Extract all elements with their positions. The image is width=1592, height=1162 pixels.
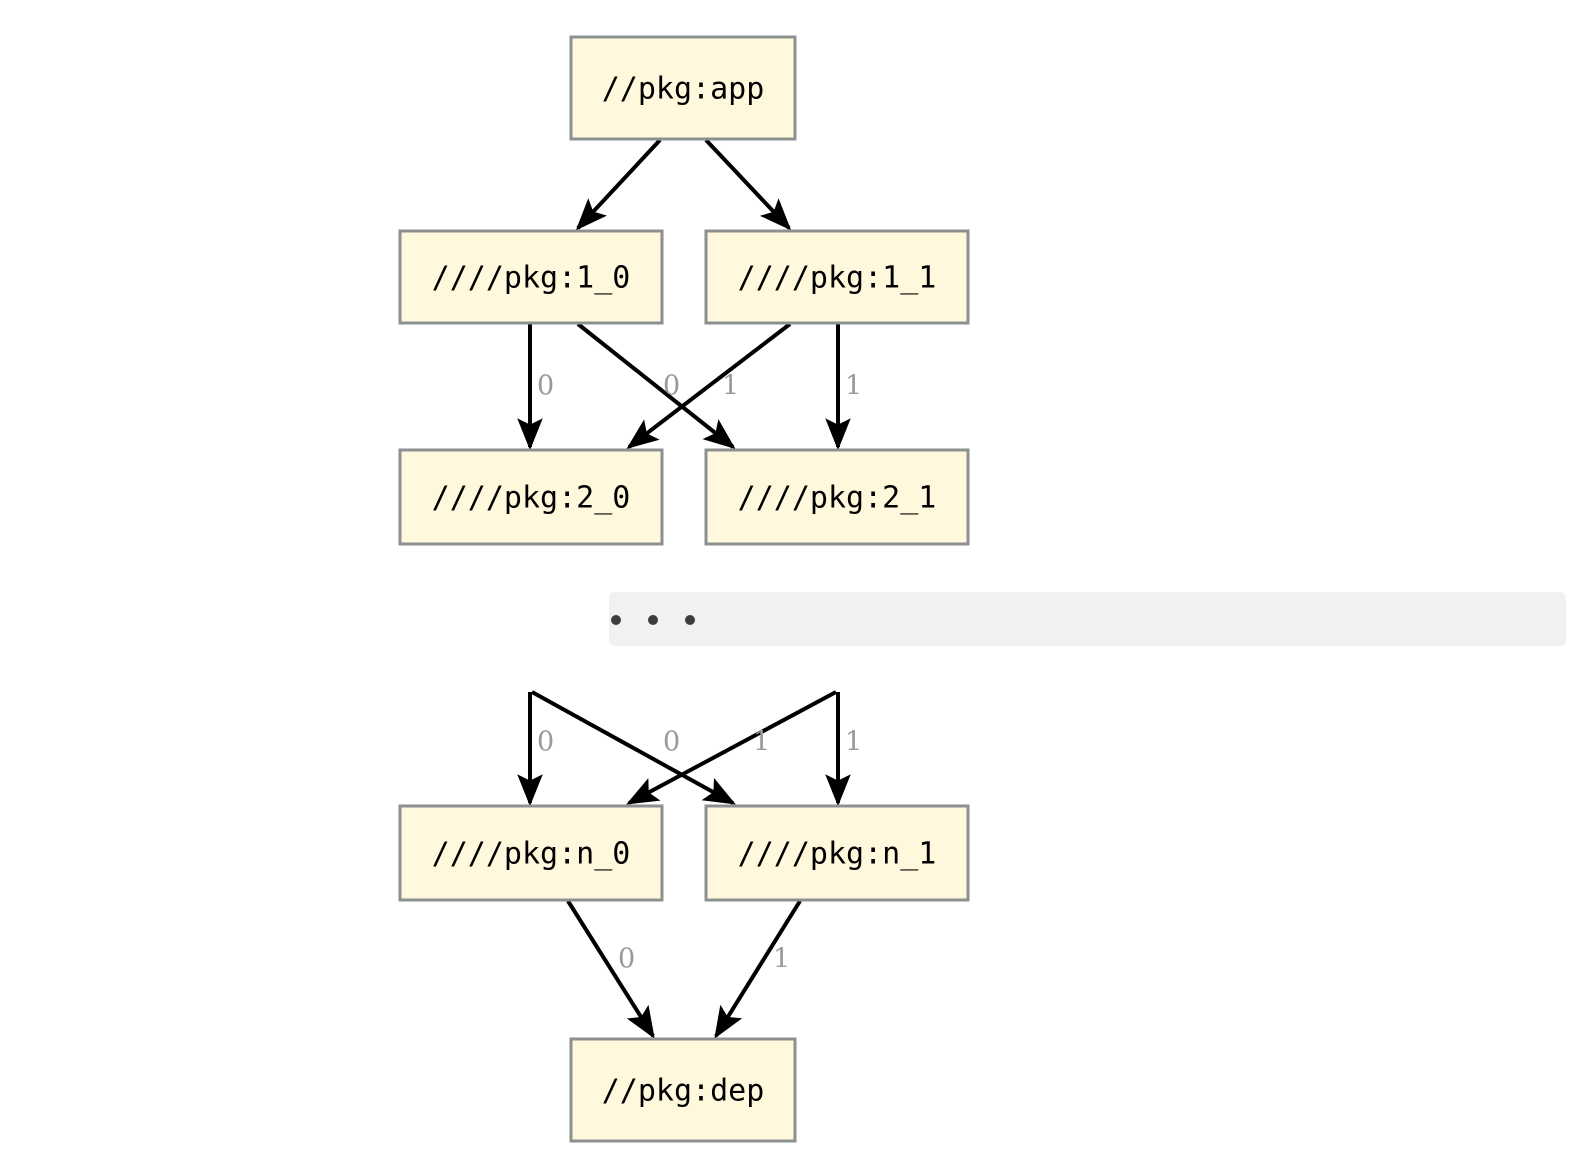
ellipsis-separator-band <box>609 592 1566 646</box>
edge-label: 0 <box>537 727 554 758</box>
graph-node-dep[interactable]: //pkg:dep <box>569 1037 797 1143</box>
graph-node-n1_0[interactable]: ////pkg:1_0 <box>398 229 664 325</box>
node-label: //pkg:dep <box>602 1074 765 1109</box>
edge-label: 1 <box>753 727 770 758</box>
node-box[interactable] <box>569 35 797 141</box>
node-label: //pkg:app <box>602 72 765 107</box>
graph-node-app[interactable]: //pkg:app <box>569 35 797 141</box>
node-label: ////pkg:1_1 <box>738 261 937 296</box>
node-box[interactable] <box>704 229 970 325</box>
graph-edge <box>714 899 802 1039</box>
graph-edge <box>704 138 792 231</box>
edge-label: 1 <box>845 371 862 402</box>
ellipsis-dot <box>685 615 695 625</box>
node-label: ////pkg:1_0 <box>432 261 631 296</box>
node-box[interactable] <box>398 448 664 546</box>
edge-label: 0 <box>663 371 680 402</box>
graph-node-nn_1[interactable]: ////pkg:n_1 <box>704 804 970 902</box>
nodes-layer: //pkg:app ////pkg:1_0 ////pkg:1_1 ////pkg:2… <box>398 35 970 1143</box>
graph-edge <box>566 899 655 1039</box>
edge-label: 0 <box>663 727 680 758</box>
graph-edge <box>626 322 792 449</box>
node-box[interactable] <box>704 448 970 546</box>
ellipsis-dot <box>611 615 621 625</box>
graph-node-nn_0[interactable]: ////pkg:n_0 <box>398 804 664 902</box>
node-label: ////pkg:n_0 <box>432 837 631 872</box>
edge-label: 1 <box>773 944 790 975</box>
graph-edge <box>575 138 662 231</box>
node-label: ////pkg:2_0 <box>432 481 631 516</box>
graph-edge <box>531 690 736 805</box>
edge-labels-layer: 0 0 1 1 0 0 1 1 0 1 <box>537 371 862 975</box>
node-label: ////pkg:2_1 <box>738 481 937 516</box>
node-box[interactable] <box>569 1037 797 1143</box>
graph-node-n2_1[interactable]: ////pkg:2_1 <box>704 448 970 546</box>
edge-label: 0 <box>537 371 554 402</box>
edge-label: 0 <box>618 944 635 975</box>
edges-layer <box>517 138 851 1039</box>
graph-edge <box>626 690 837 805</box>
edge-label: 1 <box>845 727 862 758</box>
graph-node-n1_1[interactable]: ////pkg:1_1 <box>704 229 970 325</box>
node-box[interactable] <box>398 229 664 325</box>
graph-node-n2_0[interactable]: ////pkg:2_0 <box>398 448 664 546</box>
edge-label: 1 <box>722 371 739 402</box>
separator-layer <box>609 592 1566 646</box>
node-label: ////pkg:n_1 <box>738 837 937 872</box>
node-box[interactable] <box>704 804 970 902</box>
graph-edge <box>576 322 736 449</box>
node-box[interactable] <box>398 804 664 902</box>
ellipsis-dot <box>648 615 658 625</box>
